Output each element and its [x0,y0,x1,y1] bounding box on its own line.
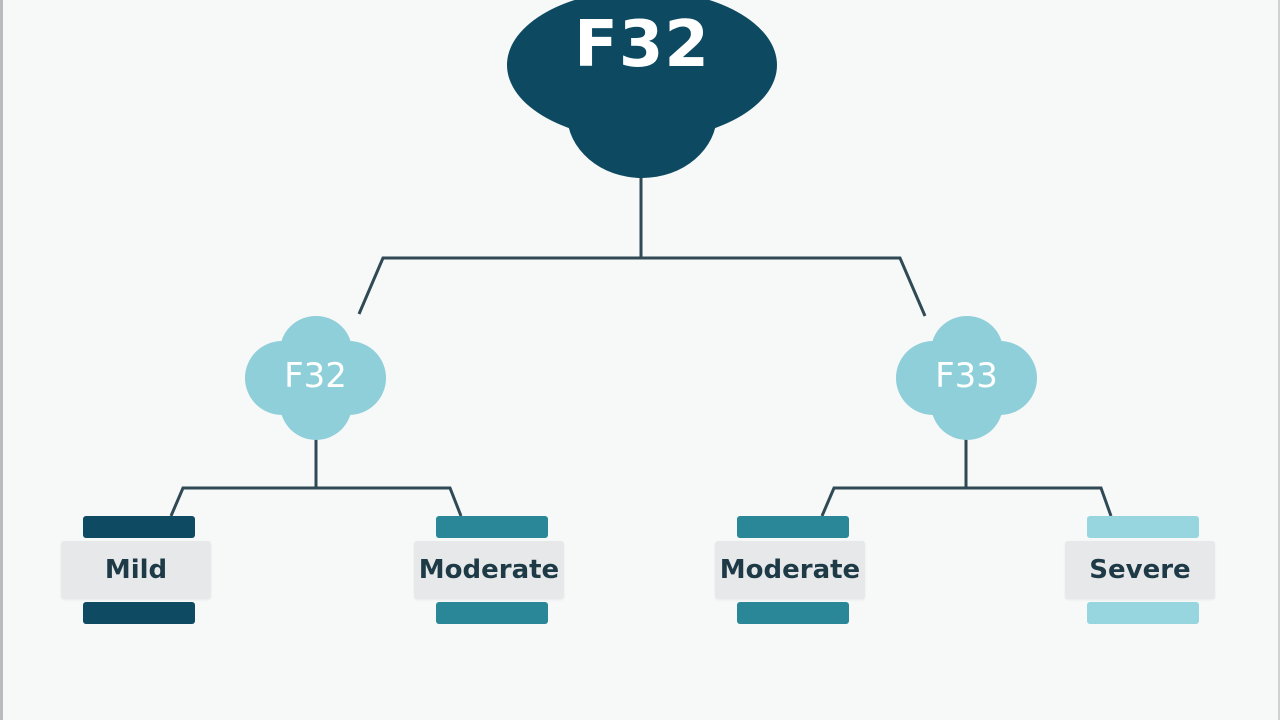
leaf-node-moderate-right: Moderate [715,516,871,624]
leaf-bar-bottom [83,602,195,624]
leaf-bar-top [737,516,849,538]
leaf-label: Moderate [418,555,560,585]
branch-node-right: F33 [896,316,1037,440]
leaf-node-mild: Mild [61,516,217,624]
leaf-label: Mild [104,555,168,585]
leaf-bar-top [436,516,548,538]
leaf-bar-bottom [1087,602,1199,624]
branch-node-right-label: F33 [935,356,998,396]
branch-node-left-label: F32 [284,356,347,396]
tree-connectors [169,178,1113,517]
leaf-label: Moderate [719,555,861,585]
root-node-label: F32 [574,8,710,82]
branch-node-left: F32 [245,316,386,440]
leaf-bar-top [1087,516,1199,538]
right-branch-line [820,486,1113,517]
leaf-label: Severe [1089,555,1191,585]
leaf-node-severe: Severe [1065,516,1221,624]
leaf-bar-bottom [436,602,548,624]
root-node: F32 [507,0,777,180]
leaf-bar-top [83,516,195,538]
root-branch-line [357,256,927,317]
leaf-bar-bottom [737,602,849,624]
leaf-node-moderate-left: Moderate [414,516,570,624]
left-branch-line [169,486,463,517]
